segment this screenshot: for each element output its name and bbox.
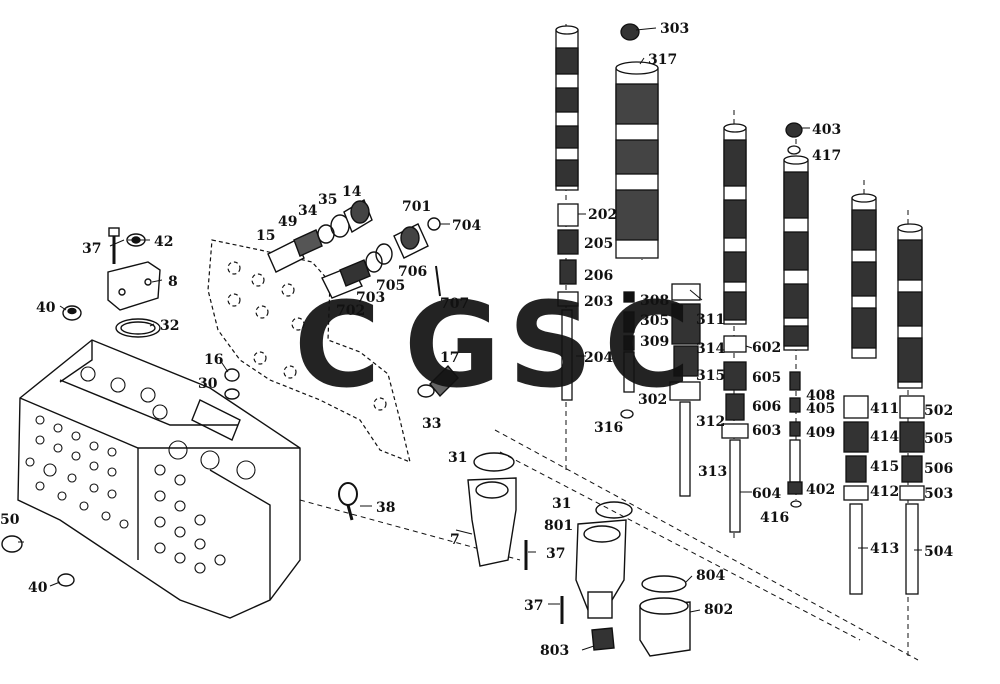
callout-804: 804: [696, 568, 725, 584]
callout-803: 803: [540, 643, 569, 659]
callout-702: 702: [336, 303, 365, 319]
callout-405: 405: [806, 401, 835, 417]
callout-33: 33: [422, 416, 441, 432]
callout-202: 202: [588, 207, 617, 223]
callout-502: 502: [924, 403, 953, 419]
callout-204: 204: [584, 350, 613, 366]
callout-31a: 31: [448, 450, 467, 466]
callout-302: 302: [638, 392, 667, 408]
callout-37b: 37: [546, 546, 565, 562]
callout-203: 203: [584, 294, 613, 310]
callout-417: 417: [812, 148, 841, 164]
callout-411: 411: [870, 401, 899, 417]
gasket-outline: [207, 239, 411, 463]
callout-49: 49: [278, 214, 297, 230]
callout-315: 315: [696, 368, 725, 384]
callout-801: 801: [544, 518, 573, 534]
callout-414: 414: [870, 429, 899, 445]
callout-505: 505: [924, 431, 953, 447]
watermark-letter-1: C: [294, 276, 381, 414]
callout-703: 703: [356, 290, 385, 306]
callout-313: 313: [698, 464, 727, 480]
callout-604: 604: [752, 486, 781, 502]
callout-205: 205: [584, 236, 613, 252]
callout-8: 8: [168, 274, 178, 290]
callout-403: 403: [812, 122, 841, 138]
callout-701: 701: [402, 199, 431, 215]
callout-316: 316: [594, 420, 623, 436]
callout-15: 15: [256, 228, 275, 244]
callout-802: 802: [704, 602, 733, 618]
callout-503: 503: [924, 486, 953, 502]
callout-17: 17: [440, 350, 459, 366]
callout-7: 7: [450, 532, 460, 548]
callout-415: 415: [870, 459, 899, 475]
callout-311: 311: [696, 312, 725, 328]
callout-32: 32: [160, 318, 179, 334]
callout-705: 705: [376, 278, 405, 294]
callout-14: 14: [342, 184, 362, 200]
callout-707: 707: [440, 296, 469, 312]
callout-34: 34: [298, 203, 318, 219]
callout-31b: 31: [552, 496, 571, 512]
callout-408: 408: [806, 388, 835, 404]
watermark-letter-4: C: [604, 276, 691, 414]
callout-317: 317: [648, 52, 677, 68]
callout-314: 314: [696, 341, 725, 357]
callout-704: 704: [452, 218, 481, 234]
callout-602: 602: [752, 340, 781, 356]
callout-303: 303: [660, 21, 689, 37]
callout-412: 412: [870, 484, 899, 500]
callout-506: 506: [924, 461, 953, 477]
callout-35: 35: [318, 192, 337, 208]
callout-37a: 37: [82, 241, 101, 257]
callout-40a: 40: [36, 300, 56, 316]
callout-305: 305: [640, 313, 669, 329]
watermark: C G S C: [294, 276, 691, 414]
callout-605: 605: [752, 370, 781, 386]
callout-416: 416: [760, 510, 789, 526]
callout-312: 312: [696, 414, 725, 430]
callout-30: 30: [198, 376, 218, 392]
callout-309: 309: [640, 334, 669, 350]
callout-409: 409: [806, 425, 835, 441]
callout-50: 50: [0, 512, 20, 528]
callout-16: 16: [204, 352, 223, 368]
relief-spool-group: [267, 198, 459, 398]
callout-706: 706: [398, 264, 427, 280]
callout-206: 206: [584, 268, 613, 284]
watermark-letter-3: S: [508, 276, 593, 414]
callout-308: 308: [640, 293, 669, 309]
leader-lines: [18, 27, 922, 651]
callout-402: 402: [806, 482, 835, 498]
callout-labels: 303 317 403 417 14 35 34 49 15 701 704 7…: [0, 21, 953, 659]
callout-42: 42: [154, 234, 173, 250]
callout-37c: 37: [524, 598, 543, 614]
bottom-housings: [467, 452, 691, 657]
callout-603: 603: [752, 423, 781, 439]
spool-columns: [299, 23, 925, 661]
callout-40b: 40: [28, 580, 48, 596]
callout-38: 38: [376, 500, 395, 516]
callout-504: 504: [924, 544, 953, 560]
valve-body: [17, 339, 301, 619]
callout-606: 606: [752, 399, 781, 415]
watermark-letter-2: G: [404, 276, 501, 414]
callout-413: 413: [870, 541, 899, 557]
